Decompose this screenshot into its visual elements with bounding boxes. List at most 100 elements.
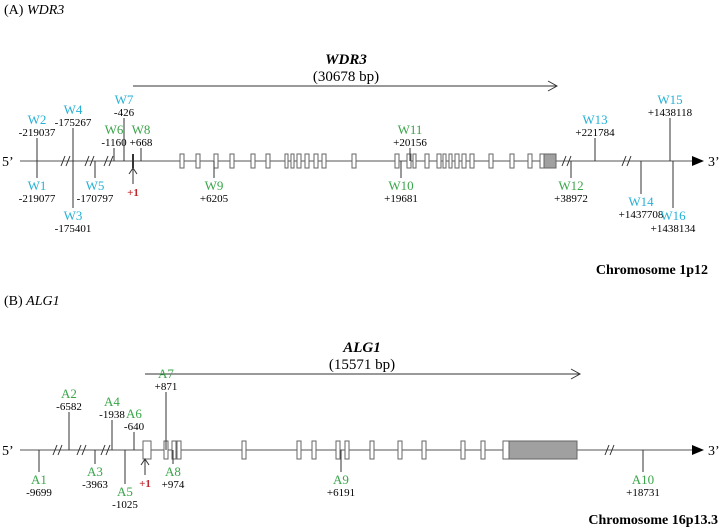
marker-w14: W14+1437708 — [619, 161, 664, 221]
marker-id: W2 — [28, 112, 47, 127]
three-prime-arrowhead — [692, 445, 704, 455]
marker-id: A6 — [126, 406, 142, 421]
panel-a: (A) WDR3 WDR3 (30678 bp) 5’ 3’ — [2, 3, 720, 278]
marker-id: W12 — [558, 178, 583, 193]
marker-position: +221784 — [575, 127, 615, 139]
marker-id: W1 — [28, 178, 47, 193]
marker-id: A8 — [165, 464, 181, 479]
three-prime-label: 3’ — [708, 155, 720, 170]
marker-a10: A10+18731 — [626, 450, 660, 499]
marker-id: W10 — [388, 178, 413, 193]
panel-b: (B) ALG1 ALG1 (15571 bp) 5’ 3’ — [2, 294, 720, 528]
marker-id: W4 — [64, 102, 83, 117]
marker-id: W15 — [657, 92, 682, 107]
five-prime-label: 5’ — [2, 444, 14, 459]
gene-name-alg1: ALG1 — [342, 340, 381, 356]
marker-id: W11 — [398, 122, 423, 137]
marker-position: +974 — [162, 479, 185, 491]
panel-b-title: (B) ALG1 — [4, 294, 60, 309]
marker-position: -640 — [124, 421, 145, 433]
markers-wdr3: W1-219077W2-219037W3-175401W4-175267W5-1… — [19, 92, 696, 235]
marker-position: +1438118 — [648, 107, 693, 119]
axis-breaks — [60, 155, 632, 167]
marker-id: W9 — [205, 178, 224, 193]
marker-a7: A7+871 — [155, 366, 178, 450]
three-prime-arrowhead — [692, 156, 704, 166]
marker-w6: W6-1160 — [101, 122, 127, 161]
marker-position: +668 — [130, 137, 153, 149]
marker-w3: W3-175401 — [55, 161, 92, 235]
exons-alg1 — [142, 440, 578, 460]
marker-position: -1025 — [112, 499, 138, 511]
markers-alg1: A1-9699A2-6582A3-3963A4-1938A5-1025A6-64… — [26, 366, 660, 511]
marker-a9: A9+6191 — [327, 450, 355, 499]
marker-a8: A8+974 — [162, 450, 185, 491]
marker-w12: W12+38972 — [554, 161, 588, 205]
marker-w8: W8+668 — [130, 122, 153, 161]
marker-id: A9 — [333, 472, 349, 487]
gene-size-wdr3: (30678 bp) — [313, 69, 379, 85]
marker-position: -175401 — [55, 223, 92, 235]
marker-id: W14 — [628, 194, 654, 209]
marker-position: -170797 — [77, 193, 114, 205]
marker-a4: A4-1938 — [99, 394, 125, 450]
marker-position: +38972 — [554, 193, 588, 205]
marker-id: W7 — [115, 92, 134, 107]
marker-w16: W16+1438134 — [651, 161, 696, 235]
marker-position: -3963 — [82, 479, 108, 491]
tss-marker-b: +1 — [139, 458, 151, 490]
marker-id: W8 — [132, 122, 151, 137]
marker-position: -1160 — [101, 137, 127, 149]
marker-id: W3 — [64, 208, 83, 223]
marker-id: A7 — [158, 366, 174, 381]
marker-id: A3 — [87, 464, 103, 479]
chromosome-label-a: Chromosome 1p12 — [596, 263, 708, 278]
panel-a-title: (A) WDR3 — [4, 3, 64, 18]
marker-w4: W4-175267 — [55, 102, 92, 161]
gene-size-alg1: (15571 bp) — [329, 357, 395, 373]
marker-position: +6191 — [327, 487, 355, 499]
marker-w10: W10+19681 — [384, 161, 418, 205]
marker-position: -1938 — [99, 409, 125, 421]
marker-w13: W13+221784 — [575, 112, 615, 161]
marker-id: W5 — [86, 178, 105, 193]
marker-position: +20156 — [393, 137, 427, 149]
marker-position: -175267 — [55, 117, 92, 129]
marker-position: -426 — [114, 107, 135, 119]
marker-id: W13 — [582, 112, 607, 127]
marker-id: A2 — [61, 386, 77, 401]
chromosome-label-b: Chromosome 16p13.3 — [588, 513, 718, 528]
exons-wdr3 — [132, 153, 557, 169]
marker-w1: W1-219077 — [19, 161, 56, 205]
marker-position: -219077 — [19, 193, 56, 205]
marker-position: +18731 — [626, 487, 660, 499]
marker-position: +871 — [155, 381, 178, 393]
marker-position: +1438134 — [651, 223, 696, 235]
marker-id: A5 — [117, 484, 133, 499]
marker-w9: W9+6205 — [200, 161, 229, 205]
marker-id: A1 — [31, 472, 47, 487]
tss-marker-a: +1 — [127, 167, 139, 199]
marker-position: -6582 — [56, 401, 82, 413]
svg-text:+1: +1 — [139, 478, 151, 490]
marker-a5: A5-1025 — [112, 450, 138, 511]
marker-a1: A1-9699 — [26, 450, 52, 499]
marker-w11: W11+20156 — [393, 122, 427, 161]
transcription-arrow-head — [547, 80, 559, 92]
marker-position: -9699 — [26, 487, 52, 499]
marker-position: -219037 — [19, 127, 56, 139]
gene-name-wdr3: WDR3 — [325, 52, 367, 68]
marker-w2: W2-219037 — [19, 112, 56, 161]
svg-text:+1: +1 — [127, 187, 139, 199]
marker-position: +19681 — [384, 193, 418, 205]
marker-id: A4 — [104, 394, 120, 409]
three-prime-label: 3’ — [708, 444, 720, 459]
five-prime-label: 5’ — [2, 155, 14, 170]
marker-id: W6 — [105, 122, 124, 137]
marker-a3: A3-3963 — [82, 450, 108, 491]
marker-position: +1437708 — [619, 209, 664, 221]
marker-a6: A6-640 — [124, 406, 145, 450]
axis-breaks — [52, 444, 615, 456]
marker-w7: W7-426 — [114, 92, 135, 161]
